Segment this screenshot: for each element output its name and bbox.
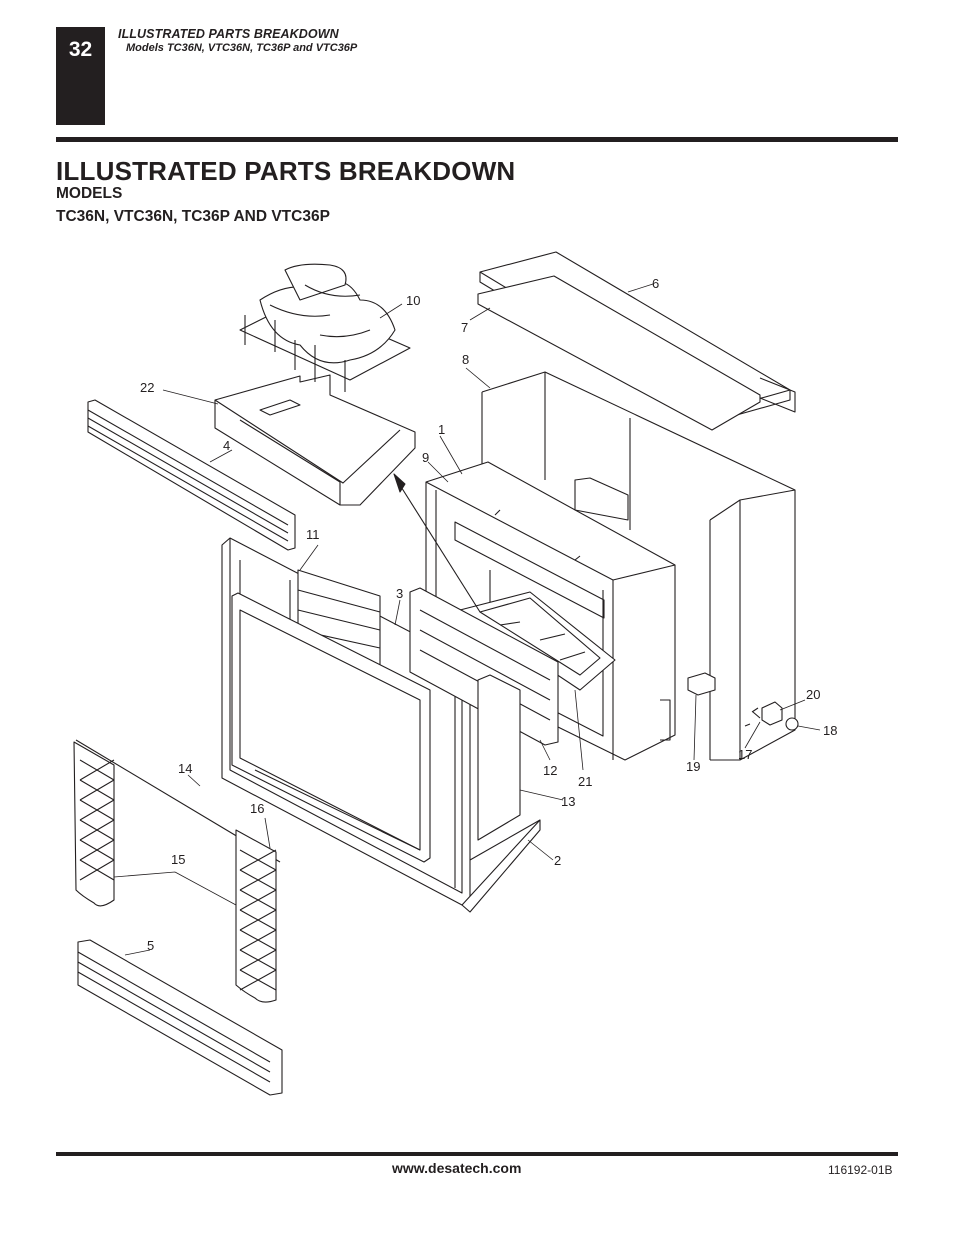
top-trim-drawing — [87, 399, 296, 551]
callout-14: 14 — [178, 761, 192, 776]
callout-4: 4 — [223, 438, 230, 453]
callout-3: 3 — [396, 586, 403, 601]
bottom-trim-drawing — [77, 939, 283, 1096]
side-brick-panel-drawing — [409, 587, 559, 746]
door-frame-drawing — [231, 592, 431, 863]
screen-curtain-drawing — [73, 739, 281, 1003]
page-title: ILLUSTRATED PARTS BREAKDOWN — [56, 156, 516, 186]
callout-10: 10 — [406, 293, 420, 308]
running-header-subtitle: Models TC36N, VTC36N, TC36P and VTC36P — [126, 42, 358, 54]
running-header-title: ILLUSTRATED PARTS BREAKDOWN — [118, 27, 339, 41]
log-set-drawing — [239, 263, 411, 392]
side-panel-drawing — [477, 674, 521, 841]
callout-13: 13 — [561, 794, 575, 809]
callout-7: 7 — [461, 320, 468, 335]
callout-20: 20 — [806, 687, 820, 702]
callout-1: 1 — [438, 422, 445, 437]
small-parts-drawing — [687, 672, 799, 731]
callout-labels: 1 2 3 4 5 6 7 8 9 10 11 12 13 14 15 16 1… — [140, 276, 837, 953]
callout-2: 2 — [554, 853, 561, 868]
callout-17: 17 — [738, 747, 752, 762]
models-list: TC36N, VTC36N, TC36P AND VTC36P — [56, 208, 330, 225]
callout-19: 19 — [686, 759, 700, 774]
leader-lines — [113, 283, 821, 956]
page-number-tab: 32 — [56, 27, 105, 125]
callout-15: 15 — [171, 852, 185, 867]
grate-base-drawing — [214, 374, 416, 506]
footer-website: www.desatech.com — [392, 1160, 522, 1176]
footer-document-number: 116192-01B — [828, 1163, 893, 1177]
models-label: MODELS — [56, 185, 123, 202]
callout-9: 9 — [422, 450, 429, 465]
callout-21: 21 — [578, 774, 592, 789]
assembly-arrow — [393, 473, 481, 613]
callout-8: 8 — [462, 352, 469, 367]
top-panel-drawing — [477, 251, 796, 431]
callout-6: 6 — [652, 276, 659, 291]
callout-12: 12 — [543, 763, 557, 778]
page-number: 32 — [68, 38, 93, 61]
callout-18: 18 — [823, 723, 837, 738]
callout-5: 5 — [147, 938, 154, 953]
callout-11: 11 — [306, 527, 320, 542]
footer-rule — [56, 1152, 898, 1156]
base-drawing — [461, 819, 541, 913]
header-rule — [56, 137, 898, 142]
callout-16: 16 — [250, 801, 264, 816]
callout-22: 22 — [140, 380, 154, 395]
